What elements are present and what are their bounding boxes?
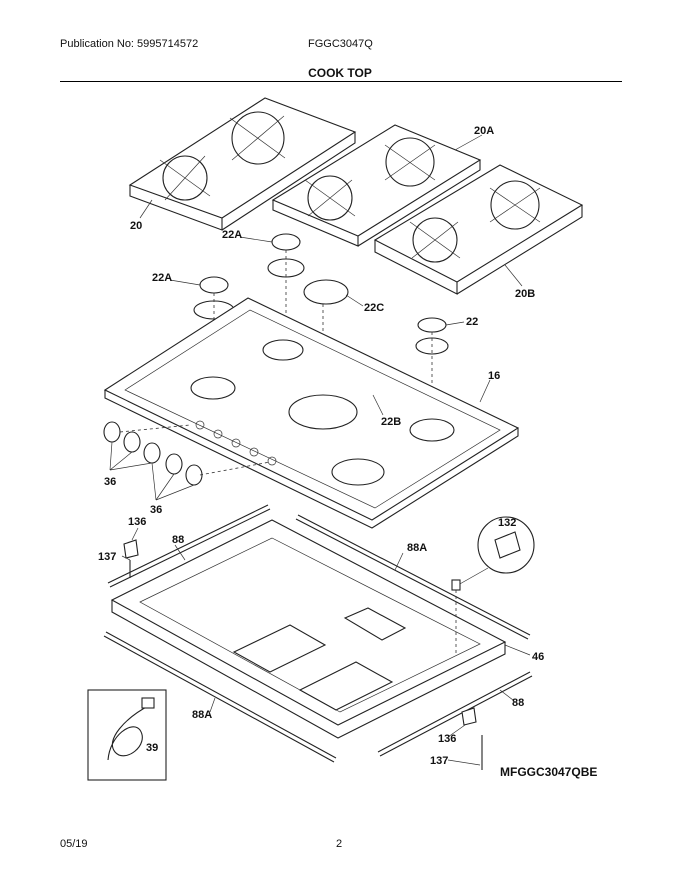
trim-strip-88-right <box>377 671 533 757</box>
grate-center <box>271 124 482 247</box>
callout-137-left: 137 <box>98 551 116 563</box>
callout-136-right: 136 <box>438 733 456 745</box>
callout-88-right: 88 <box>512 697 524 709</box>
callout-36-upper: 36 <box>104 476 116 488</box>
callout-46: 46 <box>532 651 544 663</box>
publication-number: Publication No: 5995714572 <box>60 38 199 50</box>
callout-22b: 22B <box>381 416 401 428</box>
trim-strip-88-left <box>107 504 271 588</box>
control-knobs <box>103 421 271 486</box>
model-number: FGGC3047Q <box>308 38 373 50</box>
page-title: COOK TOP <box>308 66 372 80</box>
igniter-switch-detail <box>451 516 535 655</box>
callout-88a-left: 88A <box>192 709 212 721</box>
header-divider <box>60 81 622 82</box>
callout-22c: 22C <box>364 302 384 314</box>
bracket-left <box>123 539 139 578</box>
cooktop-panel <box>103 297 520 529</box>
bracket-right <box>461 707 483 770</box>
callout-20b: 20B <box>515 288 535 300</box>
callout-88a-right: 88A <box>407 542 427 554</box>
trim-strip-88a-right <box>295 514 531 640</box>
callout-20a: 20A <box>474 125 494 137</box>
diagram-code: MFGGC3047QBE <box>500 765 597 779</box>
callout-132: 132 <box>498 517 516 529</box>
callout-22: 22 <box>466 316 478 328</box>
callout-137-right: 137 <box>430 755 448 767</box>
callout-20: 20 <box>130 220 142 232</box>
burner-box <box>110 519 507 739</box>
callout-22a-left: 22A <box>152 272 172 284</box>
callout-39: 39 <box>146 742 158 754</box>
leader-lines <box>109 134 531 766</box>
page-number: 2 <box>336 838 343 850</box>
grate-left <box>128 97 357 231</box>
callout-36-lower: 36 <box>150 504 162 516</box>
power-cord-inset <box>87 689 167 781</box>
footer-date: 05/19 <box>60 838 88 850</box>
callout-88-left: 88 <box>172 534 184 546</box>
grate-right <box>373 164 584 295</box>
trim-strip-88a-left <box>103 631 337 763</box>
callout-16: 16 <box>488 370 500 382</box>
callout-22a-rear: 22A <box>222 229 242 241</box>
callout-136-left: 136 <box>128 516 146 528</box>
